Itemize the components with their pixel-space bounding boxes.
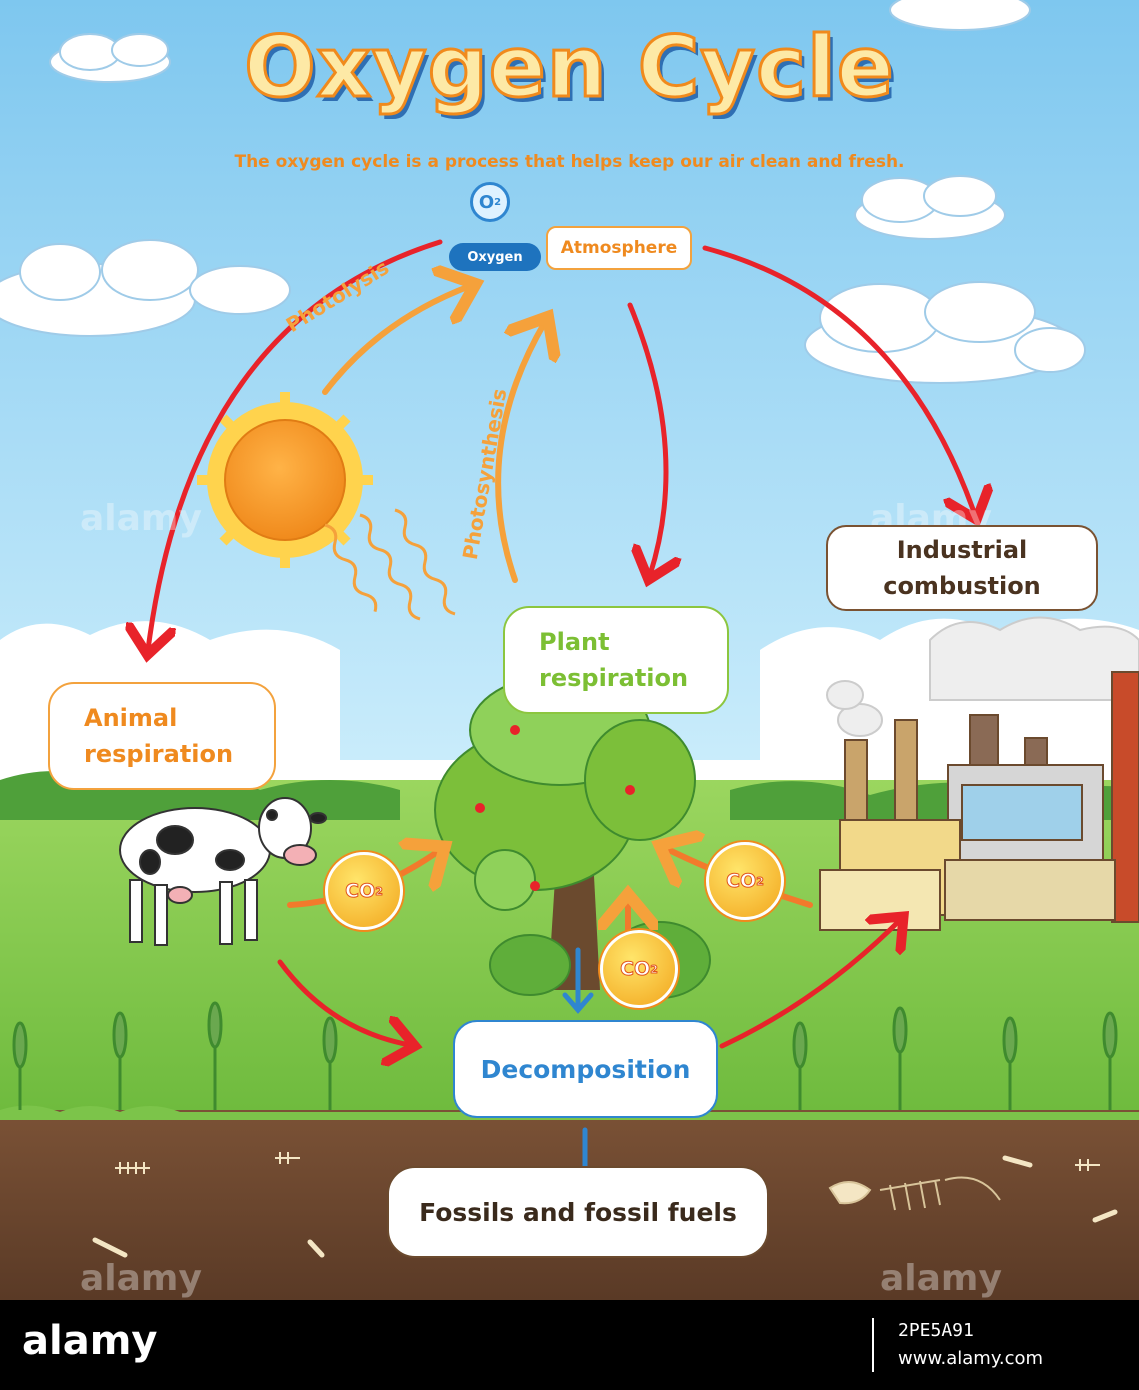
sunlight-rays [324, 508, 456, 621]
oxygen-label: Oxygen [449, 243, 541, 271]
fish-skeleton-icon [115, 1152, 1100, 1174]
co2-subscript: 2 [650, 962, 659, 976]
o2-symbol: O [478, 191, 495, 213]
cloud-icon [0, 239, 291, 337]
footer-divider [872, 1318, 874, 1372]
cloud-icon [804, 281, 1086, 384]
footer-image-id: 2PE5A91 [898, 1320, 974, 1341]
tree-illustration [434, 674, 711, 999]
factory [819, 616, 1139, 931]
industrial-line2: combustion [883, 572, 1041, 600]
decomposition-node: Decomposition [453, 1020, 718, 1118]
animal-line2: respiration [84, 740, 234, 768]
cloud-icon [889, 0, 1031, 31]
plant-line2: respiration [539, 664, 689, 692]
sun-icon [197, 392, 373, 568]
co2-subscript: 2 [756, 874, 765, 888]
plant-respiration-node: Plant respiration [503, 606, 729, 714]
bone-icon [92, 1155, 1118, 1258]
footer-brand: alamy [22, 1318, 158, 1364]
co2-symbol: CO [345, 880, 376, 903]
o2-subscript: 2 [494, 196, 502, 208]
grass-plants [12, 1001, 1118, 1110]
cow-illustration [119, 797, 327, 946]
cloud-icon [854, 175, 1006, 240]
fossils-node: Fossils and fossil fuels [387, 1166, 769, 1258]
svg-text:alamy: alamy [80, 1258, 202, 1299]
cycle-arrows [148, 239, 975, 1046]
footer-bar: alamy 2PE5A91 www.alamy.com [0, 1300, 1139, 1390]
svg-text:alamy: alamy [80, 498, 202, 539]
svg-text:alamy: alamy [880, 1258, 1002, 1299]
atmosphere-label: Atmosphere [546, 226, 692, 270]
cloud-icon [49, 33, 171, 83]
plant-line1: Plant [539, 628, 610, 656]
dinosaur-fossil-icon [828, 1176, 1001, 1211]
co2-symbol: CO [726, 870, 757, 893]
page-subtitle: The oxygen cycle is a process that helps… [234, 152, 905, 172]
animal-respiration-node: Animal respiration [48, 682, 276, 790]
industrial-line1: Industrial [896, 536, 1028, 564]
animal-line1: Animal [84, 704, 178, 732]
page-title: Oxygen Cycle [243, 17, 895, 118]
industrial-combustion-node: Industrial combustion [826, 525, 1098, 611]
footer-url: www.alamy.com [898, 1348, 1044, 1369]
co2-subscript: 2 [375, 884, 384, 898]
co2-symbol: CO [620, 958, 651, 981]
